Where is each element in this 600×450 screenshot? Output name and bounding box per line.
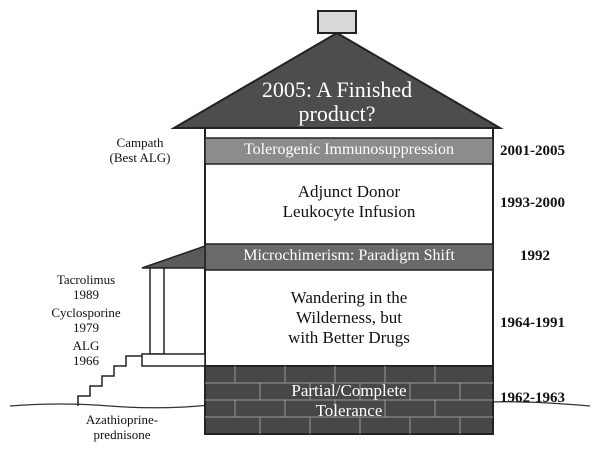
adjunct-label: Adjunct Donor Leukocyte Infusion [205,182,493,222]
foundation-bricks [205,366,493,434]
wandering-label: Wandering in the Wilderness, but with Be… [205,288,493,348]
wandering-line3: with Better Drugs [288,328,410,347]
cyclosporine-year: 1979 [73,320,99,335]
stairs [77,355,142,406]
tolerogenic-label: Tolerogenic Immunosuppression [244,141,454,158]
tolerance-label: Partial/Complete Tolerance [205,381,493,421]
azathioprine-line1: Azathioprine- [85,412,159,427]
campath-line1: Campath [116,135,164,150]
year-wandering: 1964-1991 [500,315,565,331]
year-adjunct: 1993-2000 [500,195,565,211]
alg-label: ALG 1966 [50,338,122,368]
campath-label: Campath (Best ALG) [95,135,185,165]
adjunct-line2: Leukocyte Infusion [282,202,416,221]
tolerance-line1: Partial/Complete [291,381,407,400]
tacrolimus-name: Tacrolimus [56,272,116,287]
year-tolerance: 1962-1963 [500,390,565,406]
alg-name: ALG [72,338,100,353]
azathioprine-label: Azathioprine- prednisone [62,412,182,442]
wandering-line1: Wandering in the [290,288,408,307]
tacrolimus-label: Tacrolimus 1989 [38,272,134,302]
adjunct-line1: Adjunct Donor [297,182,401,201]
porch-column [149,267,165,355]
azathioprine-line2: prednisone [93,427,151,442]
year-tolerogenic: 2001-2005 [500,143,565,159]
campath-line2: (Best ALG) [109,150,171,165]
chimney [317,10,357,34]
tacrolimus-year: 1989 [73,287,99,302]
tolerance-line2: Tolerance [315,401,383,420]
porch-roof [141,244,206,269]
alg-year: 1966 [73,353,99,368]
tolerogenic-band [204,137,494,165]
wandering-line2: Wilderness, but [295,308,403,327]
microchimerism-band [204,243,494,271]
year-microchimerism: 1992 [520,248,550,264]
porch-floor [141,353,206,367]
roof-title-line1: 2005: A Finished [261,77,413,102]
cyclosporine-name: Cyclosporine [51,305,121,320]
roof-title-line2: product? [298,101,376,126]
cyclosporine-label: Cyclosporine 1979 [30,305,142,335]
roof-title: 2005: A Finished product? [220,78,454,126]
microchimerism-label: Microchimerism: Paradigm Shift [243,247,455,264]
